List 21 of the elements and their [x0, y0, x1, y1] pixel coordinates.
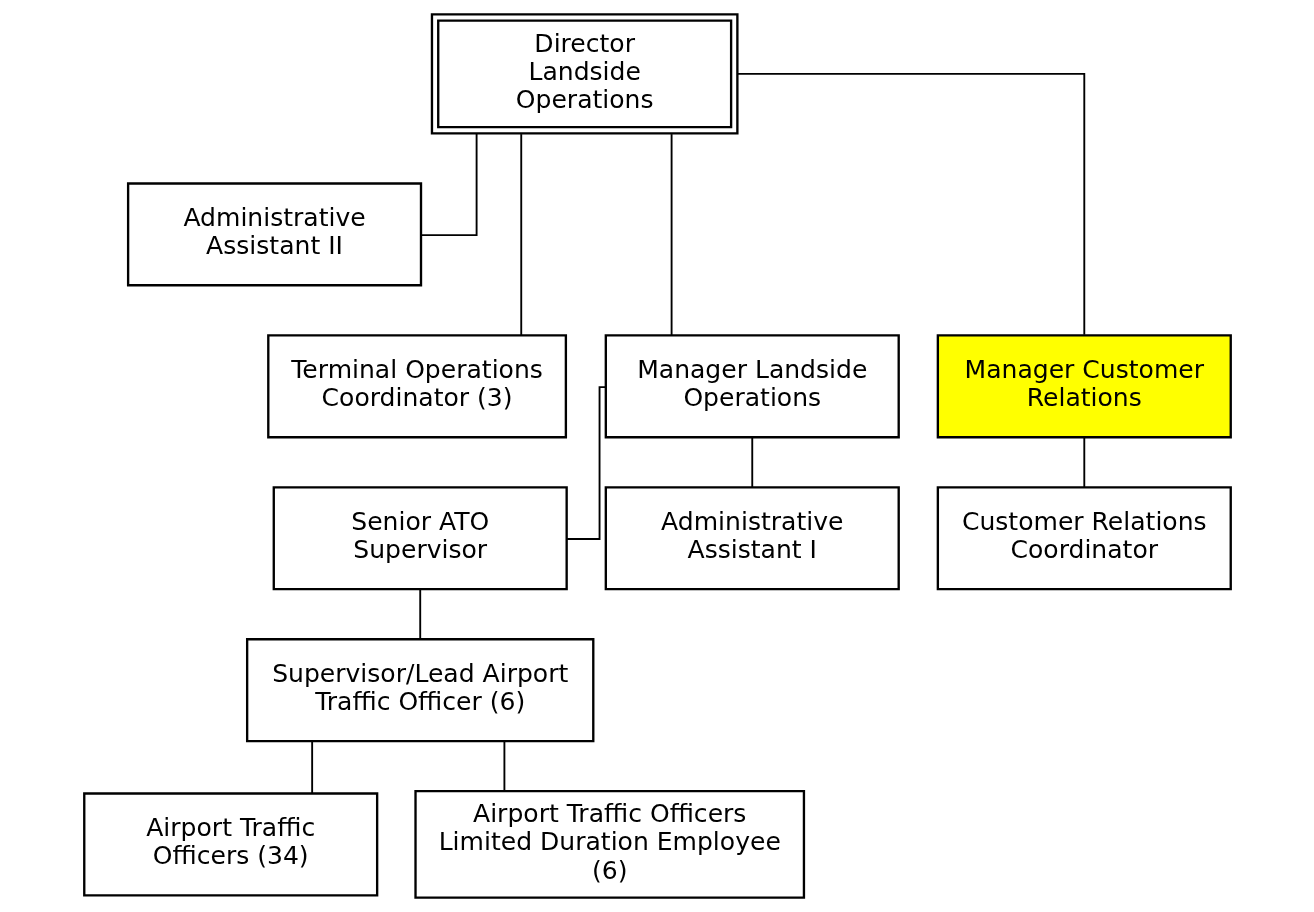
node-box: Terminal Operations Coordinator (3) — [266, 334, 567, 439]
connector — [310, 740, 313, 794]
connector — [419, 132, 478, 237]
connector — [519, 133, 522, 336]
node-box: Customer Relations Coordinator — [936, 486, 1232, 591]
connector — [565, 386, 606, 540]
node-box: Director Landside Operations — [430, 13, 739, 135]
node-box: Airport Traffic Officers Limited Duration Employee (6) — [413, 790, 805, 899]
node-box: Supervisor/Lead Airport Traffic Officer (6) — [245, 638, 594, 743]
connector — [736, 72, 1085, 336]
connector — [1082, 436, 1085, 489]
node-box: Administrative Assistant II — [126, 182, 422, 287]
node-box: Manager Customer Relations — [936, 334, 1232, 439]
node-box: Manager Landside Operations — [604, 334, 900, 439]
connector — [750, 436, 753, 489]
connector — [502, 740, 505, 792]
node-box: Senior ATO Supervisor — [272, 486, 568, 591]
node-box: Airport Traffic Officers (34) — [82, 792, 378, 897]
connector — [418, 588, 421, 640]
connector — [670, 133, 673, 336]
node-box: Administrative Assistant I — [604, 486, 900, 591]
